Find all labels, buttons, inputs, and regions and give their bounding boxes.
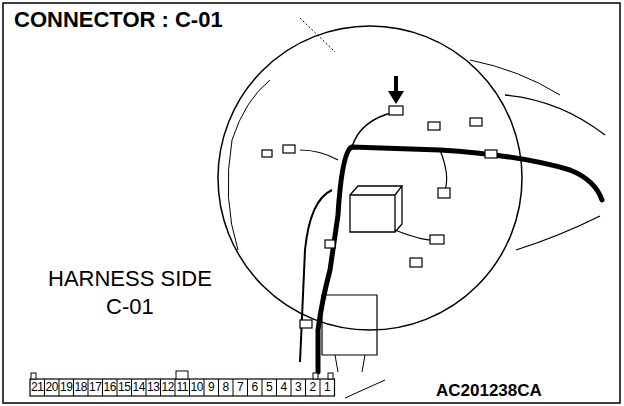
pin-cells bbox=[45, 379, 321, 396]
pin-number: 5 bbox=[262, 379, 277, 396]
steering-column bbox=[322, 295, 377, 355]
pin-number: 3 bbox=[291, 379, 306, 396]
pin-number: 15 bbox=[117, 379, 132, 396]
pin-number: 2 bbox=[306, 379, 321, 396]
pillar-outline bbox=[228, 80, 270, 250]
pin-number: 19 bbox=[59, 379, 74, 396]
pin-number: 13 bbox=[146, 379, 161, 396]
figure-code: AC201238CA bbox=[436, 382, 542, 400]
pin-number: 14 bbox=[132, 379, 147, 396]
dashboard-outline bbox=[470, 60, 560, 95]
wiring-harness bbox=[318, 147, 602, 372]
pin-number: 6 bbox=[248, 379, 263, 396]
pin-number: 7 bbox=[233, 379, 248, 396]
wire bbox=[352, 112, 395, 147]
connector-id: C-01 bbox=[106, 294, 154, 320]
wiring-harness bbox=[300, 190, 332, 362]
pin-number: 1 bbox=[320, 379, 335, 396]
pin-number: 12 bbox=[161, 379, 176, 396]
pin-number: 9 bbox=[204, 379, 219, 396]
frame bbox=[3, 3, 620, 403]
pin-number: 11 bbox=[175, 379, 190, 396]
connector-symbols bbox=[262, 106, 497, 328]
view-label: HARNESS SIDE bbox=[48, 266, 212, 292]
dashboard-outline bbox=[505, 95, 605, 135]
detail-circle bbox=[218, 26, 522, 330]
leader-line bbox=[345, 380, 385, 398]
pin-number: 10 bbox=[190, 379, 205, 396]
steering-column bbox=[335, 355, 365, 372]
wire bbox=[395, 230, 432, 240]
dashboard-outline bbox=[516, 216, 600, 250]
pin-number: 16 bbox=[103, 379, 118, 396]
pin-number: 21 bbox=[30, 379, 45, 396]
connector-title: CONNECTOR : C-01 bbox=[14, 7, 223, 33]
pin-number: 4 bbox=[277, 379, 292, 396]
relay-box bbox=[350, 186, 402, 232]
pointer-arrow bbox=[388, 91, 404, 104]
wire bbox=[300, 150, 338, 160]
pin-number: 20 bbox=[45, 379, 60, 396]
connector-face bbox=[30, 379, 335, 396]
pin-number: 18 bbox=[74, 379, 89, 396]
pin-number: 8 bbox=[219, 379, 234, 396]
lock-tabs bbox=[31, 371, 333, 379]
pin-number: 17 bbox=[88, 379, 103, 396]
wire bbox=[440, 150, 447, 190]
